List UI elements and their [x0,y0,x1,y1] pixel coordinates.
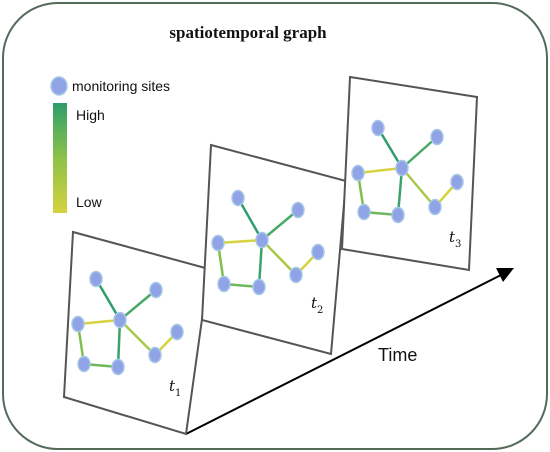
graph-edge [94,278,122,321]
monitoring-site-node [231,189,245,207]
graph-edge [261,209,299,241]
graph-edge [119,289,157,321]
monitoring-site-node [170,323,184,341]
monitoring-site-node [391,206,405,224]
monitoring-site-node [77,355,91,373]
graph-edge [261,239,297,276]
monitoring-site-node [211,234,225,252]
legend-color-bar [53,103,67,213]
legend-node-label: monitoring sites [72,78,170,94]
monitoring-site-node [428,198,442,216]
monitoring-site-node [71,315,85,333]
monitoring-site-node [311,243,325,261]
legend-high-label: High [76,107,105,123]
graph-frame-t2: t2 [200,143,348,356]
monitoring-site-node [89,270,103,288]
monitoring-site-node [371,119,385,137]
monitoring-site-node [430,128,444,146]
graph-frame-t3: t3 [340,75,479,272]
monitoring-site-node [450,173,464,191]
frame-time-label: t3 [449,228,461,250]
graph-frame-t1: t1 [62,230,211,436]
monitoring-site-node [148,346,162,364]
monitoring-site-node [252,278,266,296]
monitoring-site-node [395,159,409,177]
frame-time-label: t2 [311,294,323,316]
monitoring-site-node [289,266,303,284]
monitoring-site-node [351,164,365,182]
frame-panel [62,230,211,436]
graph-edge [376,127,404,169]
time-label: Time [378,345,417,365]
graph-edge [401,136,438,169]
monitoring-site-node [217,275,231,293]
legend-node-icon [50,76,68,96]
monitoring-site-node [113,311,127,329]
graph-edge [77,318,121,326]
monitoring-site-node [291,201,305,219]
legend-low-label: Low [76,194,103,210]
time-axis: Time [185,268,514,435]
frame-time-label: t1 [169,377,181,399]
graph-nodes [211,189,325,296]
legend: monitoring sites High Low [50,76,170,213]
graph-edge [217,238,263,245]
graph-edge [401,167,436,208]
monitoring-site-node [111,358,125,376]
time-arrow-line [185,273,504,435]
monitoring-site-node [255,231,269,249]
graph-edge [357,166,403,175]
time-arrowhead [496,268,514,282]
graph-edge [119,319,156,356]
monitoring-site-node [357,203,371,221]
graph-edge [236,197,264,241]
graph-nodes [71,270,184,376]
monitoring-site-node [149,281,163,299]
diagram-title: spatiotemporal graph [169,23,327,42]
graph-nodes [351,119,464,224]
